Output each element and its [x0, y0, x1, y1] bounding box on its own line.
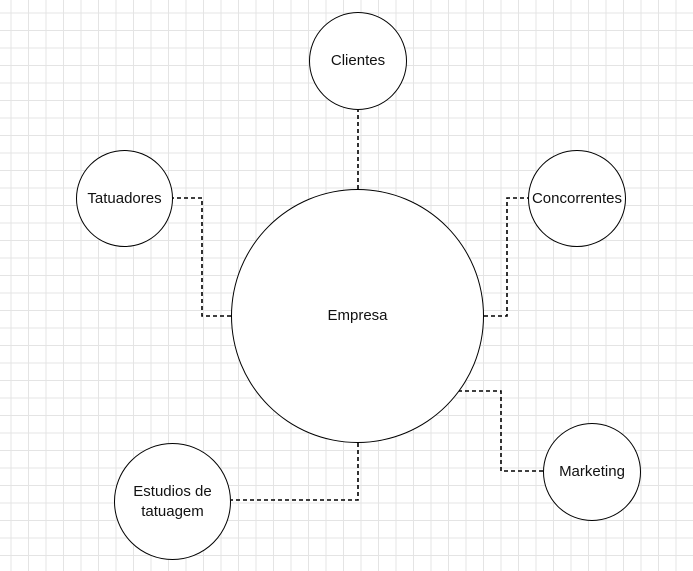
node-estudios-de-tatuagem[interactable]: Estudios de tatuagem [114, 443, 231, 560]
connector-empresa-tatuadores[interactable] [173, 197, 231, 317]
connector-empresa-marketing[interactable] [458, 390, 543, 472]
node-empresa[interactable]: Empresa [231, 189, 484, 443]
node-marketing[interactable]: Marketing [543, 423, 641, 521]
node-tatuadores[interactable]: Tatuadores [76, 150, 173, 247]
node-label: Empresa [327, 307, 388, 324]
node-label: Clientes [330, 52, 386, 69]
connector-empresa-concorrentes[interactable] [484, 197, 528, 317]
node-concorrentes[interactable]: Concorrentes [528, 150, 626, 247]
node-label: Estudios de tatuagem [133, 482, 212, 520]
node-label: Concorrentes [531, 189, 623, 207]
node-clientes[interactable]: Clientes [309, 12, 407, 110]
node-label: Tatuadores [87, 189, 162, 207]
connector-empresa-estudios[interactable] [231, 443, 359, 501]
node-label: Marketing [559, 463, 625, 480]
